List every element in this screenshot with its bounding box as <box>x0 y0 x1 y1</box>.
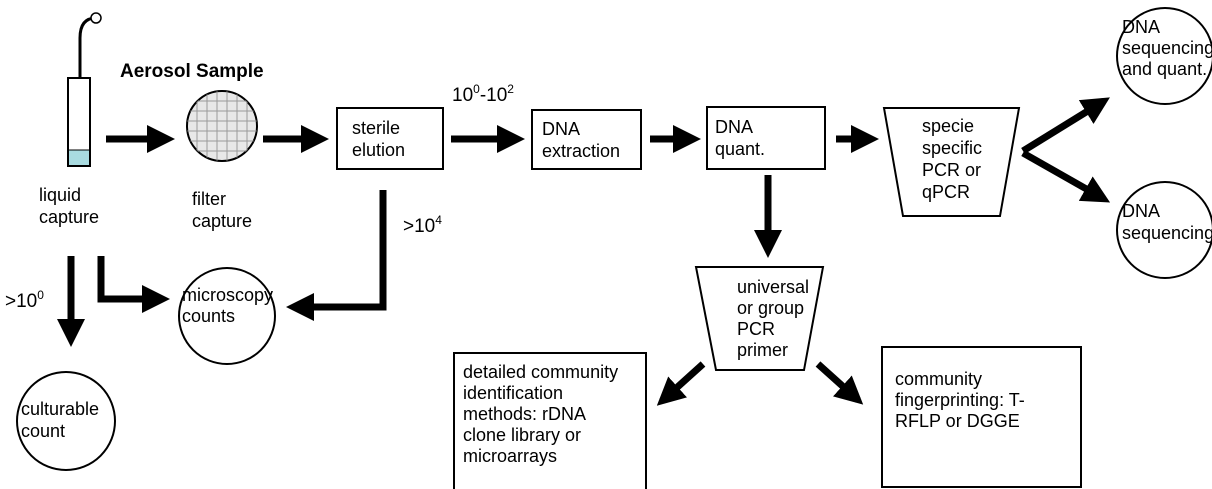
filter-capture-icon <box>186 90 258 162</box>
dna-extraction-label: DNA extraction <box>542 119 621 161</box>
sterile-elution-label: sterile elution <box>352 118 406 160</box>
dna-seq-quant-label: DNA sequencing and quant. <box>1122 17 1212 79</box>
microscopy-counts-label: microscopy counts <box>182 285 274 326</box>
filter-capture-label: filter capture <box>192 189 253 231</box>
dna-sequencing-circle <box>1116 181 1212 279</box>
diagram-title: Aerosol Sample <box>120 61 264 82</box>
liquid-capture-tube-icon <box>67 12 102 167</box>
arrow-elution-to-microscopy <box>286 190 387 321</box>
dna-quant-box <box>706 106 826 170</box>
liquid-capture-label: liquid capture <box>39 185 100 227</box>
culturable-count-label: culturable count <box>21 399 100 441</box>
community-fingerprinting-box <box>881 346 1082 488</box>
culturable-count-circle <box>16 371 116 471</box>
universal-primer-trapezoid <box>694 266 825 371</box>
arrow-liquid-to-microscopy <box>97 256 170 313</box>
arrow-specie-to-sequencing <box>1021 149 1111 203</box>
detailed-community-label: detailed community identification method… <box>463 362 619 466</box>
microscopy-counts-circle <box>178 267 276 365</box>
arrow-universal-to-detailed <box>656 361 706 406</box>
dna-quant-label: DNA quant. <box>715 117 766 159</box>
arrow-universal-to-fingerprinting <box>815 361 864 405</box>
liquid-culturable-quantity: >100 <box>5 288 44 312</box>
specie-specific-label: specie specific PCR or qPCR <box>922 116 983 202</box>
dna-sequencing-label: DNA sequencing <box>1122 201 1212 243</box>
sterile-elution-box <box>336 107 444 170</box>
universal-primer-label: universal or group PCR primer <box>737 277 810 360</box>
arrow-specie-to-seq-quant <box>1021 97 1110 154</box>
elution-microscopy-quantity: >104 <box>403 213 442 237</box>
dna-seq-quant-circle <box>1116 7 1212 105</box>
specie-specific-trapezoid <box>882 107 1021 217</box>
elution-extraction-quantity: 100-102 <box>452 82 514 106</box>
detailed-community-box <box>453 352 647 489</box>
dna-extraction-box <box>531 109 642 170</box>
community-fingerprinting-label: community fingerprinting: T- RFLP or DGG… <box>895 369 1025 431</box>
